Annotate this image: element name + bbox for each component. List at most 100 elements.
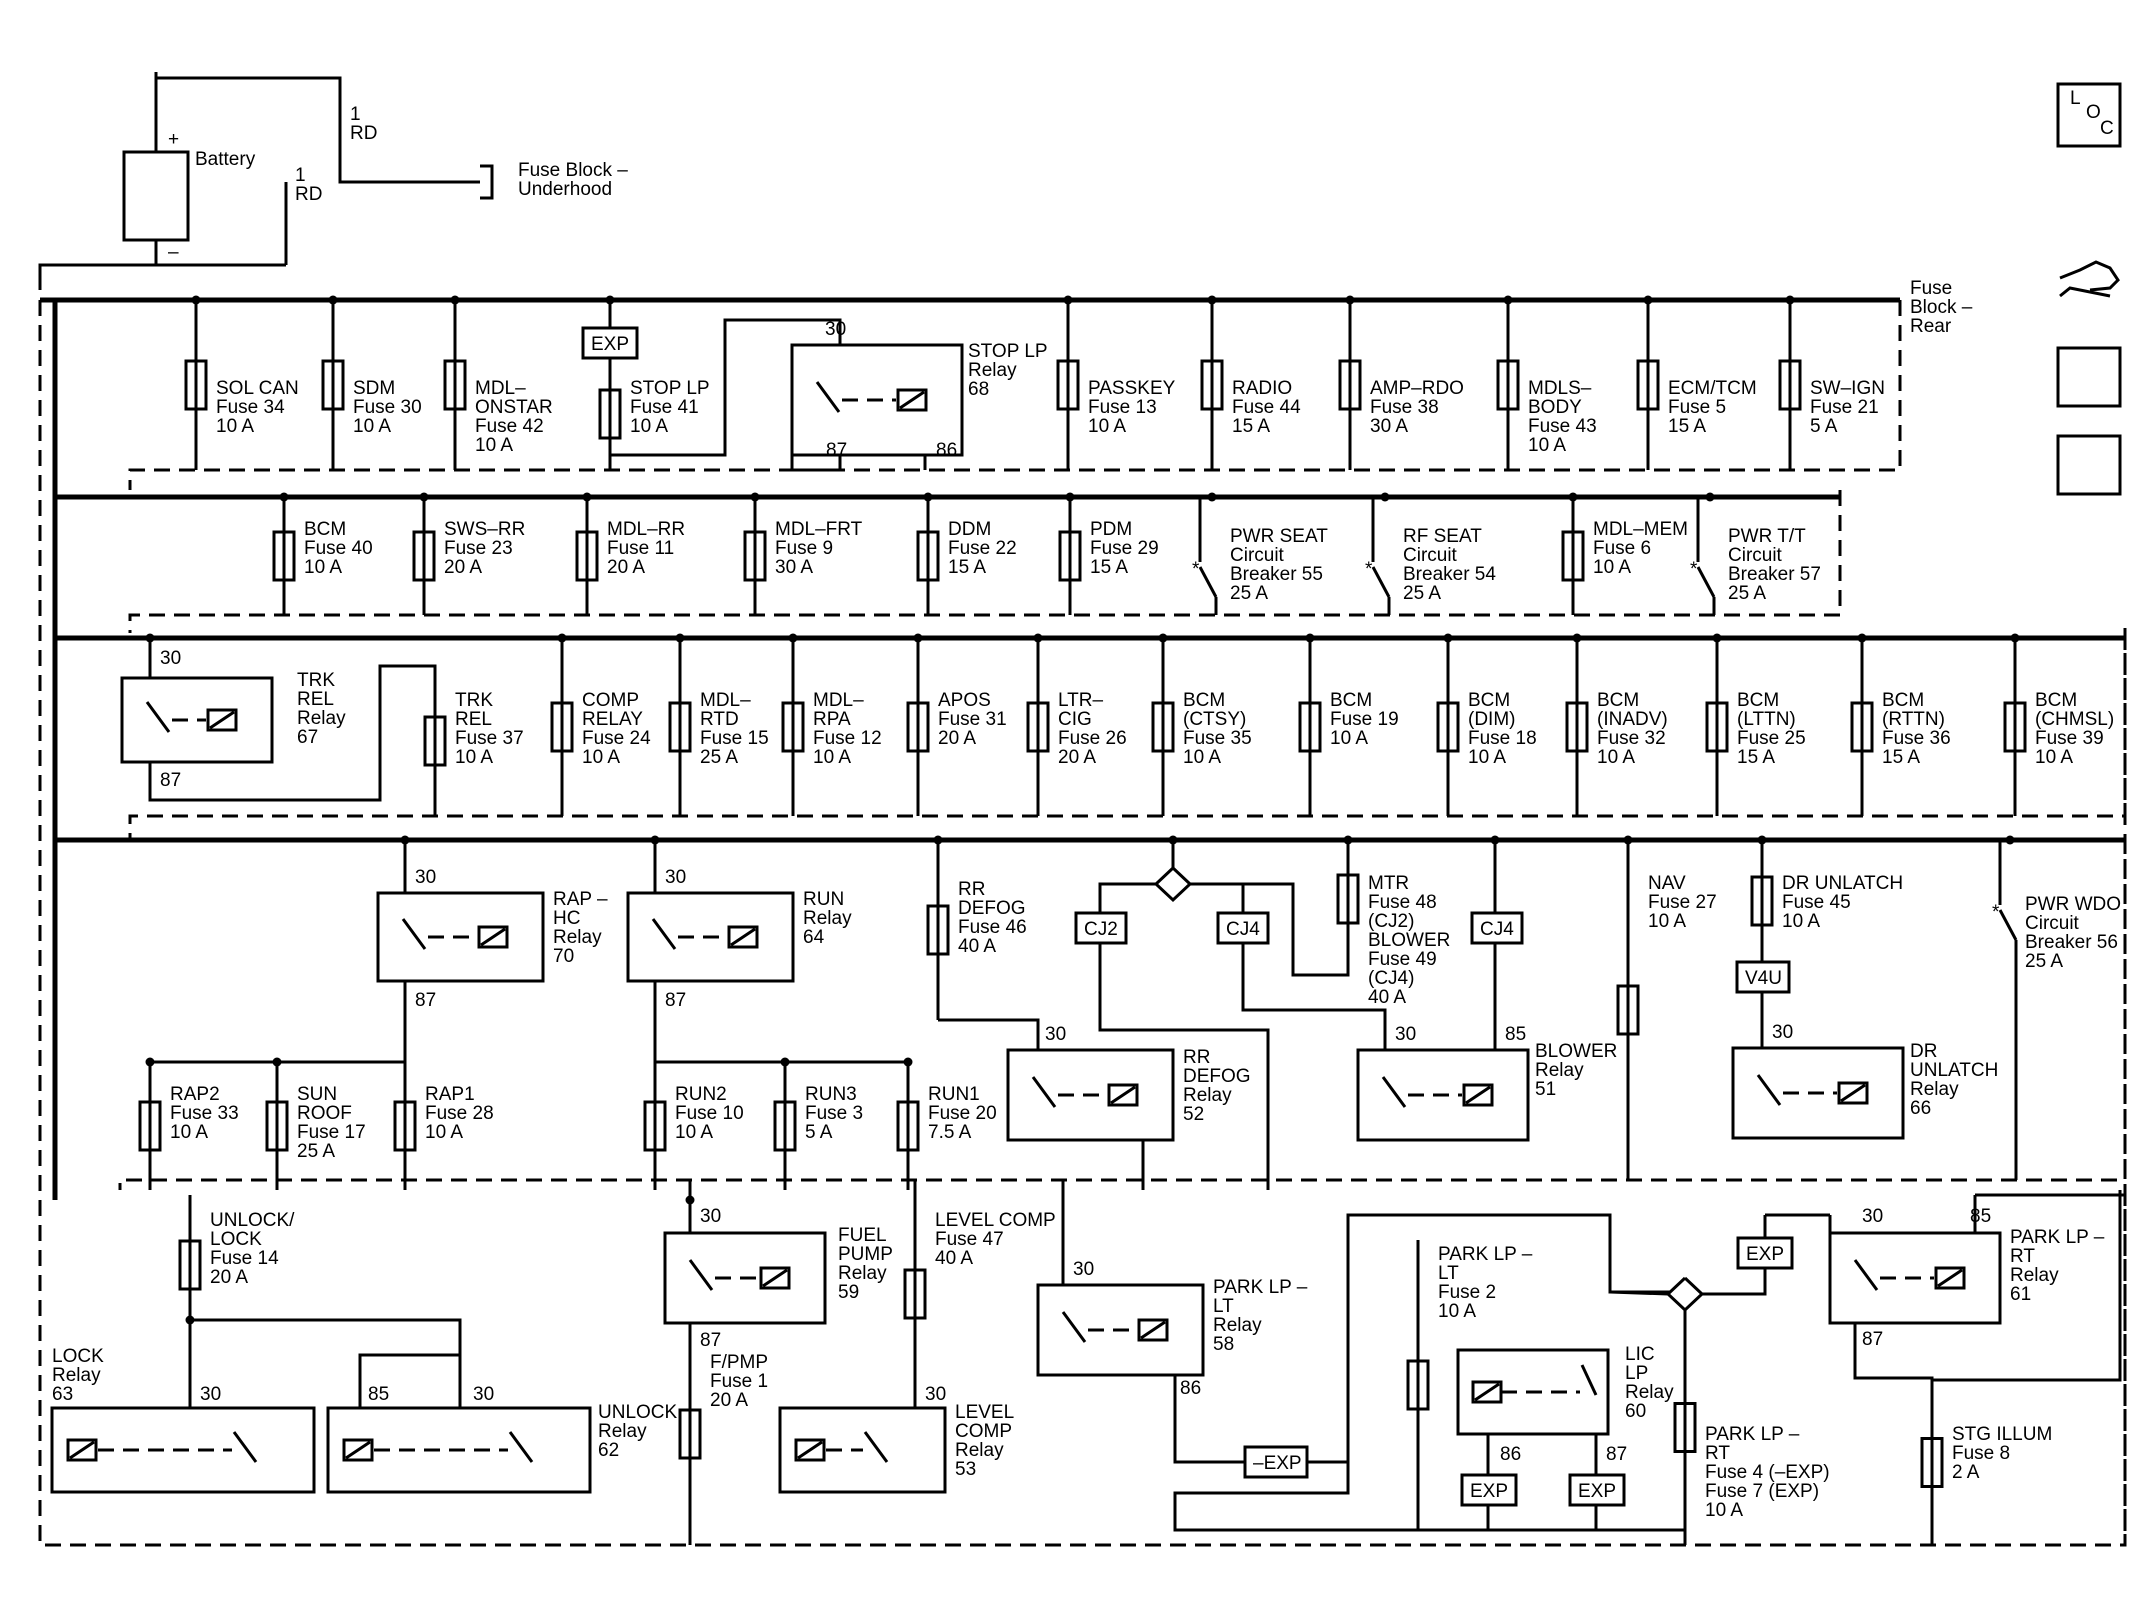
fuse-sw-ign-label-line: Fuse 21 [1810,397,1879,418]
run-relay-coil-mark [730,927,756,947]
breaker-pwr-seat-star: * [1192,559,1200,580]
fuse-rap2-label-line: RAP2 [170,1084,220,1105]
breaker-pwr-wdo-label-line: 25 A [2025,951,2063,972]
fuse-sws-rr-label-line: Fuse 23 [444,538,513,559]
fuse-mdl-rtd-label-line: Fuse 15 [700,728,769,749]
fuse-ltr-cig-label-line: 20 A [1058,747,1096,768]
fuse-dr-unlatch-label-line: Fuse 45 [1782,892,1851,913]
fuse-apos-label-line: APOS [938,690,991,711]
rr-defog-relay-label-line: 52 [1183,1104,1204,1125]
fuse-block-underhood-line: Fuse Block – [518,160,628,181]
breaker-pwr-seat-switch [1198,566,1218,598]
rap-hc-relay-switch [401,918,427,950]
row2-border [128,490,1842,633]
fuse-bcm-40-label-line: Fuse 40 [304,538,373,559]
rr-defog-relay-pin-30: 30 [1045,1024,1066,1045]
breaker-pwr-tt-label-line: Breaker 57 [1728,564,1821,585]
prev-arrow-icon[interactable] [2056,434,2122,496]
lic-relay-pin-86: 86 [1500,1444,1521,1465]
lic-lp-relay-switch [1580,1364,1598,1396]
blower-relay-label-line: Relay [1535,1060,1584,1081]
exp-tag-a: EXP [1470,1481,1508,1502]
unlock-relay-switch [508,1431,534,1463]
fuse-block-border [38,300,2127,1547]
fuse-bcm-chmsl-label-line: BCM [2035,690,2077,711]
fuse-rr-defog [926,904,950,956]
fuse-sol-can [184,359,208,411]
fuse-ecm-tcm-label-line: 15 A [1668,416,1706,437]
lic-relay-pin-87: 87 [1606,1444,1627,1465]
breaker-pwr-wdo-label-line: PWR WDO [2025,894,2121,915]
fuse-rr-defog-label-line: RR [958,879,985,900]
dr-unlatch-relay-pin-30: 30 [1772,1022,1793,1043]
fuse-stg-illum [1920,1437,1944,1488]
fuse-rr-defog-label-line: Fuse 46 [958,917,1027,938]
fuse-run3-label-line: 5 A [805,1122,833,1143]
exp-tag-row1-box [581,326,639,360]
unlock-relay-pin-85: 85 [368,1384,389,1405]
fuse-mdl-frt-label-line: MDL–FRT [775,519,863,540]
loc-icon-o: O [2086,102,2101,123]
fuse-bcm-inadv [1565,701,1589,753]
fuse-run3-label-line: RUN3 [805,1084,857,1105]
loc-icon-l: L [2070,88,2081,109]
fuse-park-lp-lt-label-line: 10 A [1438,1301,1476,1322]
fuse-sw-ign-label-line: SW–IGN [1810,378,1885,399]
run-relay-pin-87: 87 [665,990,686,1011]
wire [190,1318,462,1408]
fuse-ddm-label-line: DDM [948,519,991,540]
loc-icon[interactable] [2056,82,2122,148]
fuse-bcm-chmsl-label-line: (CHMSL) [2035,709,2114,730]
fuse-pdm [1058,530,1082,582]
fuse-mdl-rpa-label-line: MDL– [813,690,864,711]
fuse-park-lp-lt-label-line: PARK LP – [1438,1244,1533,1265]
fuse-apos [906,701,930,753]
fuse-ddm-label-line: 15 A [948,557,986,578]
fuse-comp-relay-label-line: 10 A [582,747,620,768]
fuse-level-comp [903,1268,927,1320]
fuse-run1-label-line: Fuse 20 [928,1103,997,1124]
fuse-pdm-label-line: PDM [1090,519,1132,540]
next-arrow-icon[interactable] [2056,346,2122,408]
breaker-pwr-wdo-star: * [1992,902,2000,923]
stop-lp-relay-label-line: 68 [968,379,989,400]
fuse-bcm-lttn-label-line: BCM [1737,690,1779,711]
fuse-fpmp-label-line: 20 A [710,1390,748,1411]
fuse-bcm-chmsl-label-line: 10 A [2035,747,2073,768]
trk-rel-relay-switch [145,701,171,733]
park-lp-rt-relay-label-line: RT [2010,1246,2035,1267]
fuse-comp-relay-label-line: Fuse 24 [582,728,651,749]
fuse-mdl-rr-label-line: Fuse 11 [607,538,674,559]
fuse-mdl-onstar-label-line: 10 A [475,435,513,456]
exp-tag-b: EXP [1578,1481,1616,1502]
rr-defog-relay-label-line: Relay [1183,1085,1232,1106]
fuse-mdl-onstar-label-line: ONSTAR [475,397,553,418]
breaker-pwr-wdo-label-line: Breaker 56 [2025,932,2118,953]
fuse-mdl-rtd-label-line: 25 A [700,747,738,768]
fuse-bcm-dim-label-line: Fuse 18 [1468,728,1537,749]
blower-relay-pin-85: 85 [1505,1024,1526,1045]
park-lp-lt-relay-coil-mark [1140,1320,1166,1340]
fuse-park-lp-lt [1406,1359,1430,1411]
lock-relay-label-line: LOCK [52,1346,104,1367]
fuse-fpmp [678,1408,702,1460]
wire [1173,1375,1245,1464]
fuse-sws-rr-label-line: 20 A [444,557,482,578]
fuse-bcm-lttn-label-line: (LTTN) [1737,709,1796,730]
stop-relay-pin-87: 87 [826,440,847,461]
fuse-rap2 [138,1100,162,1152]
fuse-bcm-19-label-line: Fuse 19 [1330,709,1399,730]
loc-icon-c: C [2100,118,2114,139]
dr-unlatch-relay-label-line: UNLATCH [1910,1060,1998,1081]
rr-defog-relay-switch [1031,1076,1057,1108]
fuel-pump-relay-label-line: FUEL [838,1225,887,1246]
breaker-rf-seat-label-line: Circuit [1403,545,1458,566]
fuse-trk-rel-label-line: REL [455,709,492,730]
fuse-rap1 [393,1100,417,1152]
fuse-mdl-onstar-label-line: MDL– [475,378,526,399]
fuse-rap2-label-line: Fuse 33 [170,1103,239,1124]
park-lp-lt-relay-label-line: PARK LP – [1213,1277,1308,1298]
fuse-sw-ign [1778,359,1802,411]
fuse-run1 [896,1100,920,1152]
rap-relay-pin-30: 30 [415,867,436,888]
